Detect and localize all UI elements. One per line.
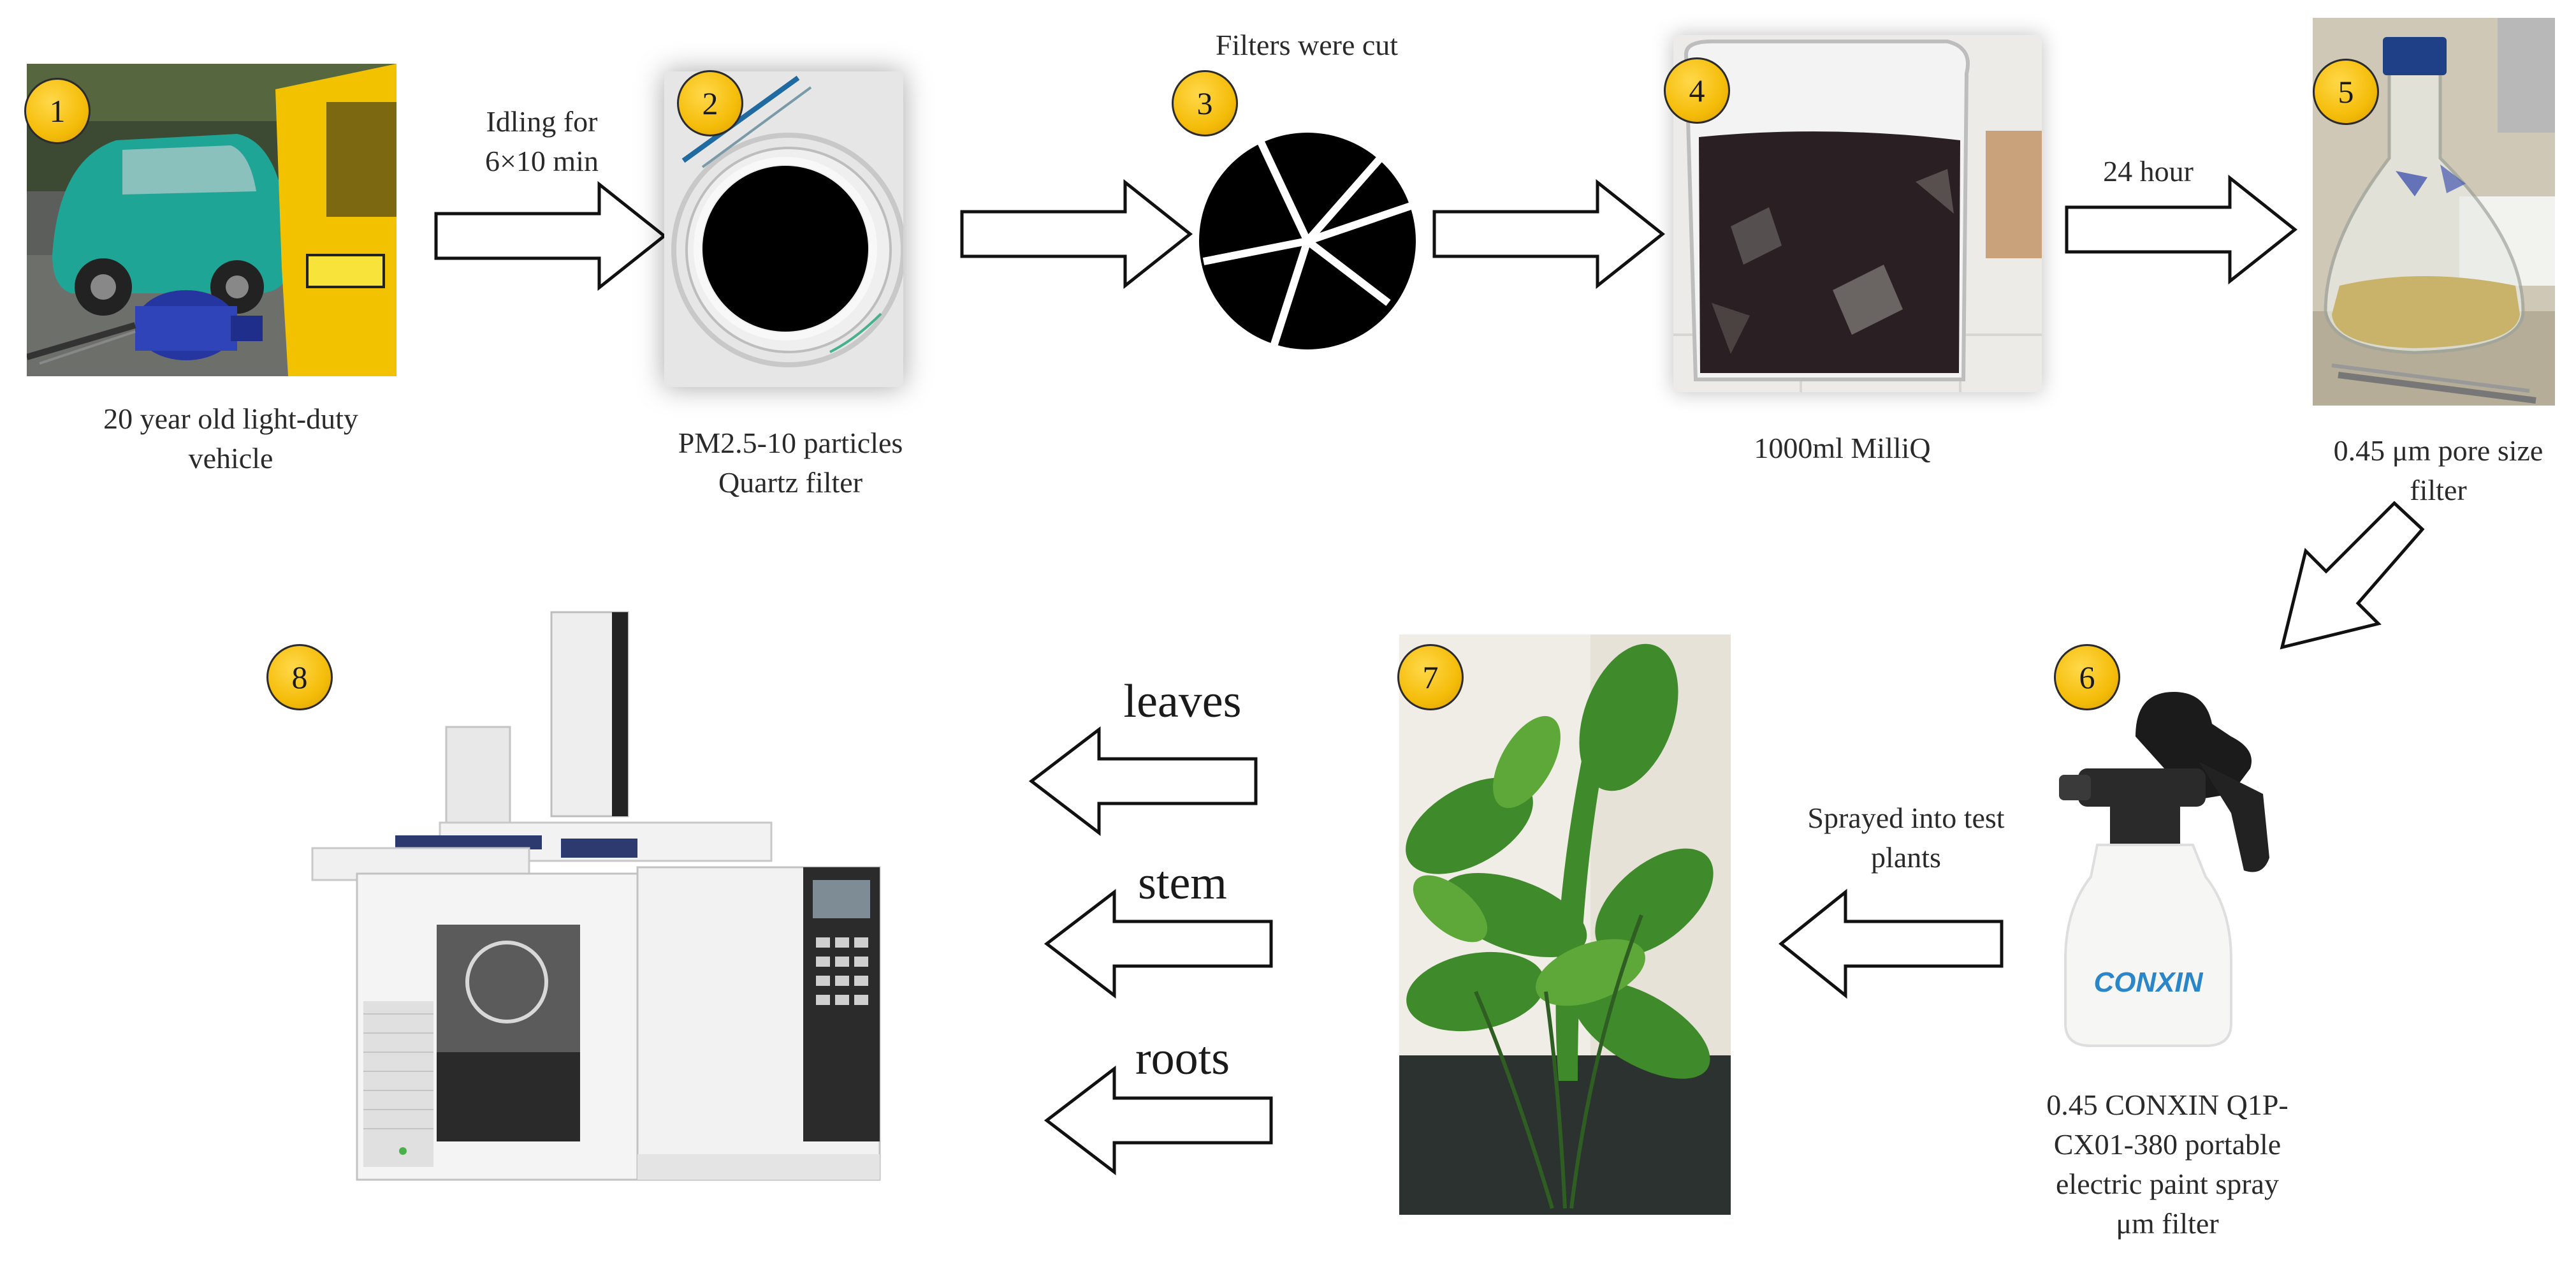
arrow-right-2 bbox=[960, 179, 1193, 290]
step-1-caption-line: vehicle bbox=[188, 442, 273, 474]
step-4-badge: 4 bbox=[1664, 57, 1730, 124]
arrow-right-3 bbox=[1432, 179, 1666, 290]
arrow-diagonal bbox=[2280, 501, 2425, 650]
milliq-beaker-photo bbox=[1673, 35, 2042, 392]
step-6-caption: 0.45 CONXIN Q1P- CX01-380 portable elect… bbox=[2002, 1085, 2333, 1243]
roots-label: roots bbox=[1135, 1032, 1230, 1085]
step-3-badge: 3 bbox=[1172, 70, 1238, 136]
step-2-badge: 2 bbox=[677, 70, 743, 136]
arrow-left-leaves bbox=[1028, 726, 1258, 837]
step-6-caption-line: electric paint spray bbox=[2056, 1168, 2279, 1200]
step-2-caption-line: Quartz filter bbox=[718, 466, 863, 499]
idling-label-line: 6×10 min bbox=[484, 145, 599, 177]
step-4-caption: 1000ml MilliQ bbox=[1754, 432, 1931, 464]
step-6-caption-line: CX01-380 portable bbox=[2053, 1128, 2281, 1161]
step-5-caption: 0.45 μm pore size filter bbox=[2269, 431, 2576, 510]
vehicle-photo bbox=[27, 64, 397, 376]
arrow-right-1 bbox=[434, 180, 667, 291]
hours-label: 24 hour bbox=[2103, 155, 2194, 187]
step-6-badge: 6 bbox=[2054, 644, 2120, 710]
step-2-caption: PM2.5-10 particles Quartz filter bbox=[599, 423, 982, 502]
step-5-badge: 5 bbox=[2313, 59, 2379, 125]
leaves-label: leaves bbox=[1123, 675, 1242, 728]
step-2-caption-line: PM2.5-10 particles bbox=[678, 427, 903, 459]
step-5-caption-line: filter bbox=[2410, 474, 2467, 506]
arrow-right-4 bbox=[2065, 174, 2298, 285]
sprayer-brand-text: CONXIN bbox=[2093, 967, 2203, 998]
stem-label: stem bbox=[1138, 857, 1227, 909]
step-1-caption: 20 year old light-duty vehicle bbox=[14, 399, 448, 478]
test-plants-photo bbox=[1399, 634, 1731, 1215]
sprayed-label-line: Sprayed into test bbox=[1807, 802, 2005, 834]
step-1-caption-line: 20 year old light-duty bbox=[103, 402, 358, 435]
arrow-left-stem bbox=[1044, 888, 1273, 999]
step-3-caption: Filters were cut bbox=[1215, 29, 1399, 61]
paint-sprayer-photo: CONXIN bbox=[2040, 666, 2295, 1049]
cut-filter-disc bbox=[1199, 133, 1416, 349]
step-6-caption-line: μm filter bbox=[2116, 1207, 2219, 1240]
sprayed-label-line: plants bbox=[1871, 841, 1941, 874]
step-1-badge: 1 bbox=[24, 78, 91, 144]
arrow-left-roots bbox=[1044, 1065, 1273, 1176]
step-6-caption-line: 0.45 CONXIN Q1P- bbox=[2046, 1089, 2289, 1121]
arrow-left-sprayed bbox=[1779, 888, 2004, 999]
gc-ms-instrument-photo bbox=[268, 593, 969, 1199]
idling-label: Idling for 6×10 min bbox=[446, 102, 637, 181]
step-7-badge: 7 bbox=[1397, 644, 1464, 710]
filter-flask-photo bbox=[2313, 18, 2555, 406]
idling-label-line: Idling for bbox=[486, 105, 598, 138]
sprayed-label: Sprayed into test plants bbox=[1772, 798, 2040, 877]
step-8-badge: 8 bbox=[266, 644, 333, 710]
step-5-caption-line: 0.45 μm pore size bbox=[2333, 434, 2543, 467]
